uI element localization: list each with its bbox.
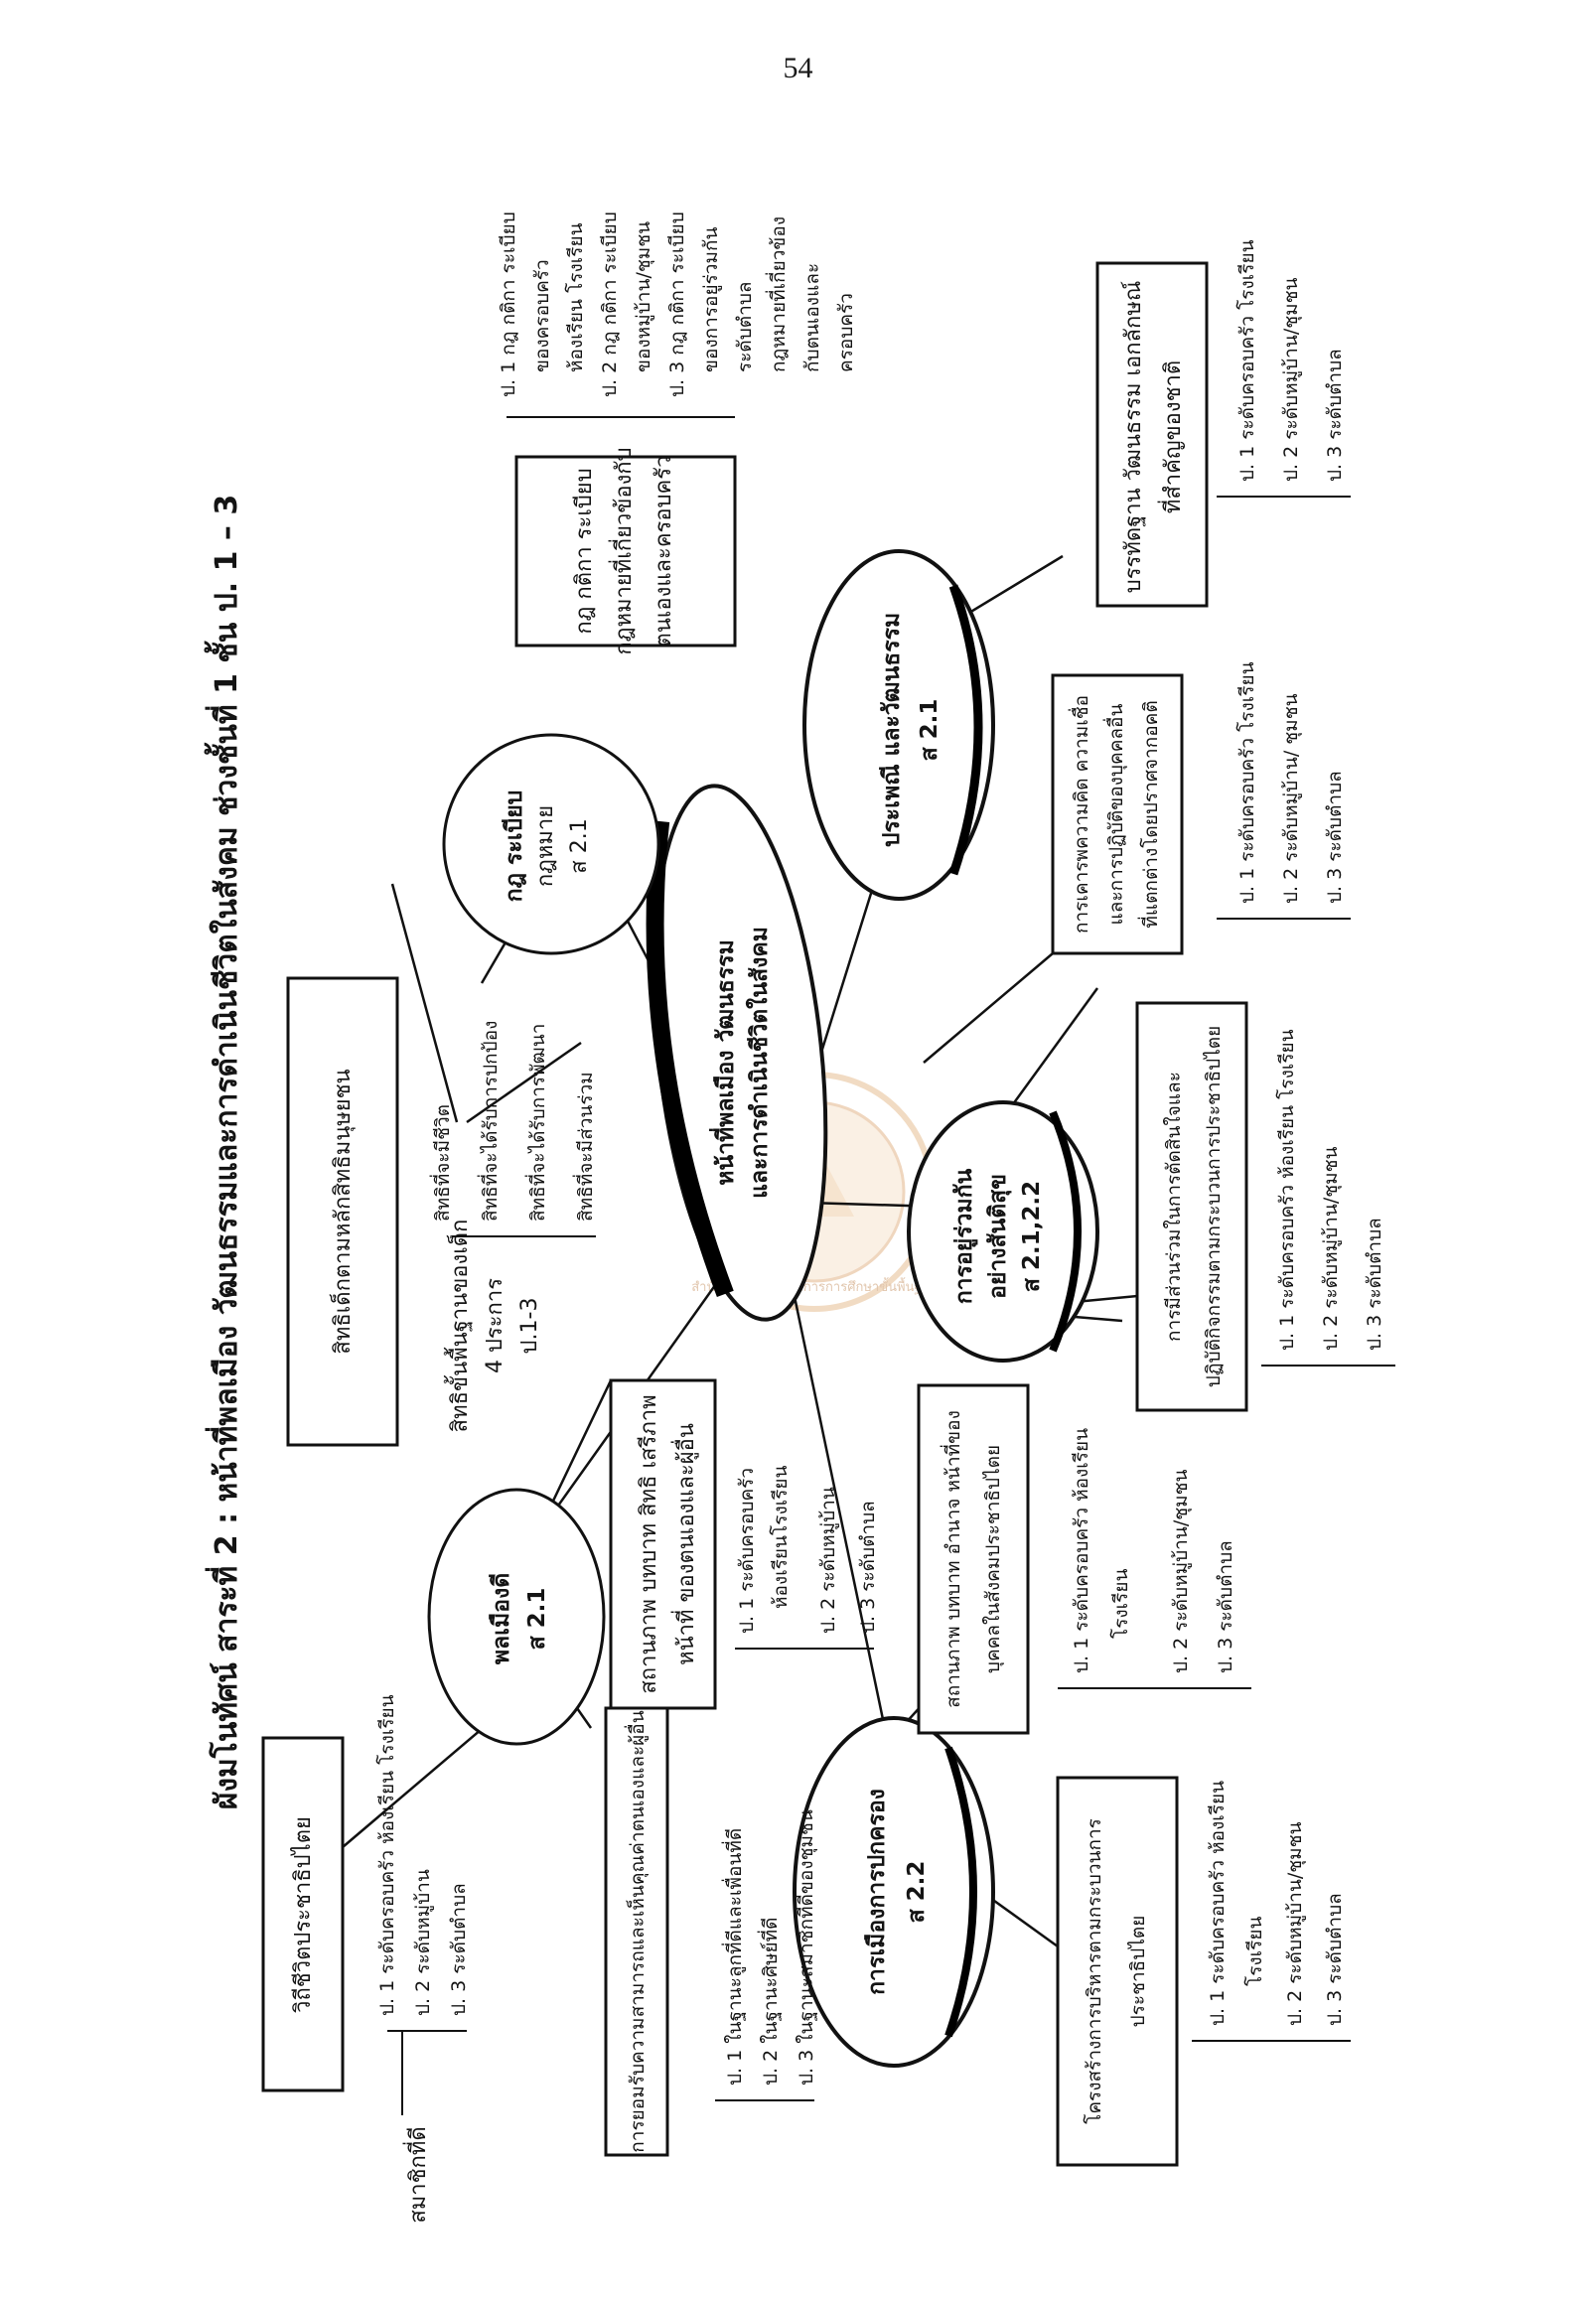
rules-node-line3: ส 2.1 [567, 818, 592, 873]
rules-node-line2: กฎหมาย [533, 805, 558, 887]
rules-box-item-10: กับตนเองและ [801, 263, 823, 372]
rules-box-line2: กฎหมายที่เกี่ยวข้องกับ [608, 447, 637, 654]
central-node-line1: หน้าที่พลเมือง วัฒนธรรม [708, 939, 739, 1186]
rules-box-item-5: ของหมู่บ้าน/ชุมชน [633, 221, 655, 372]
central-node-line2: และการดำเนินชีวิตในสังคม [745, 927, 773, 1199]
page-number: 54 [783, 52, 813, 84]
acceptance-box: การยอมรับความสามารถและเห็นคุณค่าตนเองและ… [624, 1710, 650, 2152]
coexist-node-line1: การอยู่ร่วมกัน [951, 1168, 978, 1304]
heritage-box-line2: ที่สำคัญของชาติ [1157, 360, 1186, 513]
structure-box-line2: ประชาธิปไตย [1127, 1916, 1149, 2028]
coexist-node: การอยู่ร่วมกัน อย่างสันติสุข ส 2.1,2.2 [907, 1100, 1099, 1363]
acceptance-item-1: ป. 1 ในฐานะลูกที่ดีและเพื่อนที่ดี [721, 1828, 746, 2086]
heritage-item-3: ป. 3 ระดับตำบล [1324, 349, 1346, 482]
heritage-item-1: ป. 1 ระดับครอบครัว โรงเรียน [1235, 239, 1258, 482]
status-duty-box-line1: สถานภาพ บทบาท อำนาจ หน้าที่ของ [940, 1410, 964, 1708]
status-duty-item-2: โรงเรียน [1109, 1568, 1132, 1639]
status-rights-item-4: ป. 3 ระดับตำบล [857, 1501, 879, 1634]
respect-box-line3: ที่แตกต่างโดยปราศจากอคติ [1137, 700, 1162, 928]
child-rights-item-3: สิทธิที่จะได้รับการพัฒนา [524, 1024, 549, 1222]
politics-node-line2: ส 2.2 [904, 1861, 930, 1924]
status-rights-box-line2: หน้าที่ ของตนเองและผู้อื่น [670, 1423, 699, 1665]
participation-item-3: ป. 3 ระดับตำบล [1364, 1218, 1385, 1351]
participation-item-1: ป. 1 ระดับครอบครัว ห้องเรียน โรงเรียน [1275, 1029, 1298, 1351]
democracy-life-box: วิถีชีวิตประชาธิปไตย [290, 1816, 316, 2013]
status-rights-item-2: ห้องเรียนโรงเรียน [769, 1465, 792, 1609]
child-rights-item-2: สิทธิที่จะได้รับการปกป้อง [477, 1021, 502, 1222]
child-rights-item-1: สิทธิที่จะมีชีวิต [429, 1104, 454, 1222]
rules-box-group: กฎ กติกา ระเบียบ กฎหมายที่เกี่ยวข้องกับ … [498, 212, 857, 654]
status-duty-item-3: ป. 2 ระดับหมู่บ้าน/ชุมชน [1170, 1469, 1193, 1673]
heritage-box-line1: บรรทัดฐาน วัฒนธรรม เอกลักษณ์ [1121, 281, 1146, 594]
rules-node-line1: กฎ ระเบียบ [502, 791, 527, 903]
rules-box-item-8: ระดับตำบล [734, 281, 756, 372]
structure-item-3: ป. 2 ระดับหมู่บ้าน/ชุมชน [1284, 1821, 1307, 2026]
respect-item-2: ป. 2 ระดับหมู่บ้าน/ ชุมชน [1280, 693, 1303, 904]
respect-box-line1: การเคารพความคิด ความเชื่อ [1068, 695, 1092, 934]
child-rights-item-4: สิทธิที่จะมีส่วนร่วม [572, 1072, 597, 1222]
rules-box-line3: ตนเองและครอบครัว [652, 456, 676, 648]
acceptance-item-2: ป. 2 ในฐานะศิษย์ที่ดี [757, 1918, 782, 2086]
democracy-life-label: สมาชิกที่ดี [402, 2126, 431, 2223]
coexist-node-line3: ส 2.1,2.2 [1019, 1181, 1045, 1292]
rules-box-item-6: ป. 3 กฎ กติกา ระเบียบ [666, 212, 688, 397]
status-rights-group: สถานภาพ บทบาท สิทธิ เสรีภาพ หน้าที่ ของต… [609, 1378, 879, 1710]
politics-node-line1: การเมืองการปกครอง [864, 1789, 890, 1995]
participation-item-2: ป. 2 ระดับหมู่บ้าน/ชุมชน [1320, 1146, 1343, 1351]
structure-box-line1: โครงสร้างการบริหารตามกระบวนการ [1083, 1818, 1105, 2124]
rules-box-item-11: ครอบครัว [835, 293, 857, 372]
heritage-item-2: ป. 2 ระดับหมู่บ้าน/ชุมชน [1280, 277, 1303, 482]
child-rights-label-2: 4 ประการ [483, 1278, 508, 1373]
rules-box-item-9: กฎหมายที่เกี่ยวข้อง [765, 216, 790, 372]
structure-group: โครงสร้างการบริหารตามกระบวนการ ประชาธิปไ… [1056, 1776, 1351, 2167]
democracy-life-group: วิถีชีวิตประชาธิปไตย สมาชิกที่ดี ป. 1 ระ… [261, 1694, 470, 2224]
tradition-node-line1: ประเพณี และวัฒนธรรม [879, 613, 905, 847]
politics-node: การเมืองการปกครอง ส 2.2 [793, 1716, 995, 2068]
diagram-title: ผังมโนทัศน์ สาระที่ 2 : หน้าที่พลเมือง ว… [204, 495, 244, 1809]
respect-group: การเคารพความคิด ความเชื่อ และการปฏิบัติข… [1051, 661, 1351, 955]
structure-item-1: ป. 1 ระดับครอบครัว ห้องเรียน [1207, 1781, 1229, 2026]
status-duty-item-4: ป. 3 ระดับตำบล [1215, 1540, 1236, 1673]
status-duty-item-1: ป. 1 ระดับครอบครัว ห้องเรียน [1071, 1428, 1092, 1673]
respect-item-1: ป. 1 ระดับครอบครัว โรงเรียน [1235, 661, 1258, 904]
status-duty-group: สถานภาพ บทบาท อำนาจ หน้าที่ของ บุคคลในสั… [917, 1383, 1251, 1735]
child-rights-box: สิทธิเด็กตามหลักสิทธิมนุษยชน [328, 1069, 356, 1354]
rules-node: กฎ ระเบียบ กฎหมาย ส 2.1 [442, 733, 660, 955]
child-rights-group: สิทธิเด็กตามหลักสิทธิมนุษยชน สิทธิขั้นพื… [286, 976, 597, 1447]
respect-box-line2: และการปฏิบัติของบุคคลอื่น [1102, 704, 1128, 926]
democracy-life-item-3: ป. 3 ระดับตำบล [448, 1883, 470, 2016]
child-rights-label-3: ป.1-3 [517, 1298, 542, 1355]
tradition-node-line2: ส 2.1 [917, 699, 943, 762]
structure-item-2: โรงเรียน [1243, 1916, 1266, 1986]
good-citizen-node: พลเมืองดี ส 2.1 [427, 1488, 606, 1746]
child-rights-label-1: สิทธิขั้นพื้นฐานของเด็ก [444, 1220, 473, 1433]
status-rights-item-3: ป. 2 ระดับหมู่บ้าน [817, 1487, 839, 1634]
participation-box-line2: ปฏิบัติกิจกรรมตามกระบวนการประชาธิปไตย [1203, 1026, 1225, 1388]
status-duty-box-line2: บุคคลในสังคมประชาธิปไตย [982, 1445, 1005, 1673]
coexist-node-line2: อย่างสันติสุข [985, 1174, 1012, 1299]
acceptance-group: การยอมรับความสามารถและเห็นคุณค่าตนเองและ… [604, 1706, 818, 2157]
tradition-node: ประเพณี และวัฒนธรรม ส 2.1 [802, 549, 995, 901]
democracy-life-item-1: ป. 1 ระดับครอบครัว ห้องเรียน โรงเรียน [375, 1694, 398, 2016]
democracy-life-item-2: ป. 2 ระดับหมู่บ้าน [412, 1869, 434, 2016]
rules-box-item-3: ห้องเรียน โรงเรียน [564, 222, 587, 372]
acceptance-item-3: ป. 3 ในฐานะสมาชิกที่ดีของชุมชน [793, 1809, 818, 2086]
good-citizen-title: พลเมืองดี [489, 1573, 514, 1664]
status-rights-box-line1: สถานภาพ บทบาท สิทธิ เสรีภาพ [637, 1394, 661, 1693]
central-node: หน้าที่พลเมือง วัฒนธรรม และการดำเนินชีวิ… [646, 784, 828, 1322]
participation-group: การมีส่วนร่วมในการตัดสินใจและ ปฏิบัติกิจ… [1135, 1001, 1395, 1412]
respect-item-3: ป. 3 ระดับตำบล [1324, 771, 1346, 904]
rules-box-item-7: ของการอยู่ร่วมกัน [700, 226, 722, 372]
structure-item-4: ป. 3 ระดับตำบล [1324, 1893, 1346, 2026]
status-rights-item-1: ป. 1 ระดับครอบครัว [736, 1468, 758, 1634]
rules-box-item-2: ของครอบครัว [531, 259, 553, 372]
participation-box-line1: การมีส่วนร่วมในการตัดสินใจและ [1163, 1072, 1185, 1342]
rules-box-item-4: ป. 2 กฎ กติกา ระเบียบ [599, 212, 621, 397]
rules-box-item-1: ป. 1 กฎ กติกา ระเบียบ [498, 212, 519, 397]
good-citizen-code: ส 2.1 [524, 1588, 550, 1651]
heritage-group: บรรทัดฐาน วัฒนธรรม เอกลักษณ์ ที่สำคัญของ… [1095, 239, 1351, 608]
rules-box-line1: กฎ กติกา ระเบียบ [572, 468, 597, 634]
